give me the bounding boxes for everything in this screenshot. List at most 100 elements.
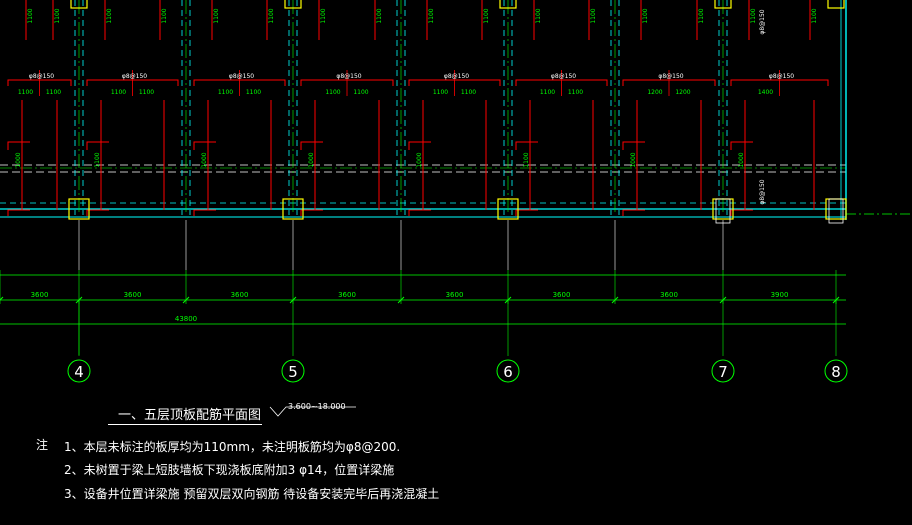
dimension-tick <box>182 296 190 304</box>
rebar-line <box>408 141 431 150</box>
rebar-length-label: 1100 <box>590 8 597 23</box>
total-dimension-label: 43800 <box>175 315 197 323</box>
rebar-length-label: 1100 <box>376 8 383 23</box>
rebar-length-label: 1100 <box>94 152 101 167</box>
elevation-marker <box>269 406 356 417</box>
rebar-length-label: 1100 <box>268 8 275 23</box>
axis-bubble <box>711 359 735 383</box>
rebar-length-label: 1100 <box>523 152 530 167</box>
rebar-spec-label: φ8@150 <box>551 73 576 80</box>
rebar-length-label: 1000 <box>738 152 745 167</box>
axis-bubble <box>824 359 848 383</box>
bay-dimension-label: 3900 <box>771 291 789 299</box>
rebar-line <box>300 209 323 216</box>
rebar-length-label: 1100 <box>750 8 757 23</box>
column <box>714 0 732 9</box>
column-layer <box>68 0 847 224</box>
rebar-length-label: 1100 <box>46 89 61 96</box>
axis-bubble <box>496 359 520 383</box>
axis-number-label: 4 <box>74 363 84 381</box>
rebar-line <box>7 141 30 150</box>
dimension-tick <box>397 296 405 304</box>
column <box>282 198 304 220</box>
rebar-length-label: 1200 <box>647 89 662 96</box>
rebar-line <box>515 209 538 216</box>
rebar-length-label: 1100 <box>535 8 542 23</box>
column <box>497 198 519 220</box>
column <box>70 0 88 9</box>
column <box>827 0 845 9</box>
rebar-line <box>193 209 216 216</box>
rebar-length-label: 1100 <box>811 8 818 23</box>
axis-number-label: 7 <box>718 363 728 381</box>
rebar-spec-label: φ8@150 <box>336 73 361 80</box>
rebar-length-label: 1100 <box>353 89 368 96</box>
rebar-length-label: 1100 <box>54 8 61 23</box>
dimension-layer: 3600 3600 3600 3600 3600 3600 3600 3900 43800 <box>0 270 846 417</box>
rebar-line <box>730 209 753 216</box>
bay-dimension-label: 3600 <box>338 291 356 299</box>
rebar-length-label: 1000 <box>416 152 423 167</box>
rebar-spec-label: φ8@150 <box>769 73 794 80</box>
rebar-length-label: 1000 <box>308 152 315 167</box>
rebar-length-label: 1100 <box>218 89 233 96</box>
rebar-length-label: 1100 <box>246 89 261 96</box>
structural-grid <box>0 0 912 270</box>
rebar-length-label: 1000 <box>15 152 22 167</box>
rebar-line <box>730 141 753 150</box>
rebar-length-label: 1100 <box>461 89 476 96</box>
rebar-length-label: 1000 <box>201 152 208 167</box>
rebar-length-label: 1100 <box>325 89 340 96</box>
axis-number-label: 8 <box>831 363 841 381</box>
rebar-length-label: 1100 <box>213 8 220 23</box>
bay-dimension-label: 3600 <box>231 291 249 299</box>
rebar-line <box>86 209 109 216</box>
axis-number-label: 5 <box>288 363 298 381</box>
axis-bubble <box>281 359 305 383</box>
rebar-spec-label: φ8@150 <box>759 179 766 204</box>
rebar-length-label: 1100 <box>698 8 705 23</box>
rebar-spec-label: φ8@150 <box>229 73 254 80</box>
bay-dimension-label: 3600 <box>446 291 464 299</box>
rebar-spec-label: φ8@150 <box>759 9 766 34</box>
rebar-length-label: 1100 <box>106 8 113 23</box>
rebar-spec-label: φ8@150 <box>444 73 469 80</box>
rebar-length-label: 1100 <box>568 89 583 96</box>
column <box>284 0 302 9</box>
rebar-length-label: 1400 <box>758 89 773 96</box>
rebar-line <box>622 141 645 150</box>
column <box>828 198 844 224</box>
dimension-tick <box>0 296 4 301</box>
rebar-length-label: 1100 <box>483 8 490 23</box>
rebar-length-label: 1100 <box>428 8 435 23</box>
column <box>715 198 731 224</box>
rebar-length-label: 1100 <box>27 8 34 23</box>
rebar-line <box>7 209 30 216</box>
column <box>68 198 90 220</box>
rebar-line <box>408 209 431 216</box>
rebar-line <box>86 141 109 150</box>
bay-dimension-label: 3600 <box>660 291 678 299</box>
rebar-length-label: 1100 <box>540 89 555 96</box>
rebar-length-label: 1100 <box>18 89 33 96</box>
rebar-line <box>515 141 538 150</box>
rebar-spec-label: φ8@150 <box>658 73 683 80</box>
rebar-length-label: 1200 <box>675 89 690 96</box>
rebar-spec-label: φ8@150 <box>29 73 54 80</box>
dimension-tick <box>611 296 619 304</box>
rebar-spec-label: φ8@150 <box>122 73 147 80</box>
rebar-line <box>193 141 216 150</box>
rebar-length-label: 1100 <box>320 8 327 23</box>
bay-dimension-label: 3600 <box>124 291 142 299</box>
bay-dimension-label: 3600 <box>31 291 49 299</box>
rebar-length-label: 1100 <box>433 89 448 96</box>
rebar-length-label: 1000 <box>630 152 637 167</box>
axis-bubble <box>67 359 91 383</box>
bay-dimension-label: 3600 <box>553 291 571 299</box>
rebar-line <box>300 141 323 150</box>
rebar-length-label: 1100 <box>139 89 154 96</box>
rebar-length-label: 1100 <box>161 8 168 23</box>
